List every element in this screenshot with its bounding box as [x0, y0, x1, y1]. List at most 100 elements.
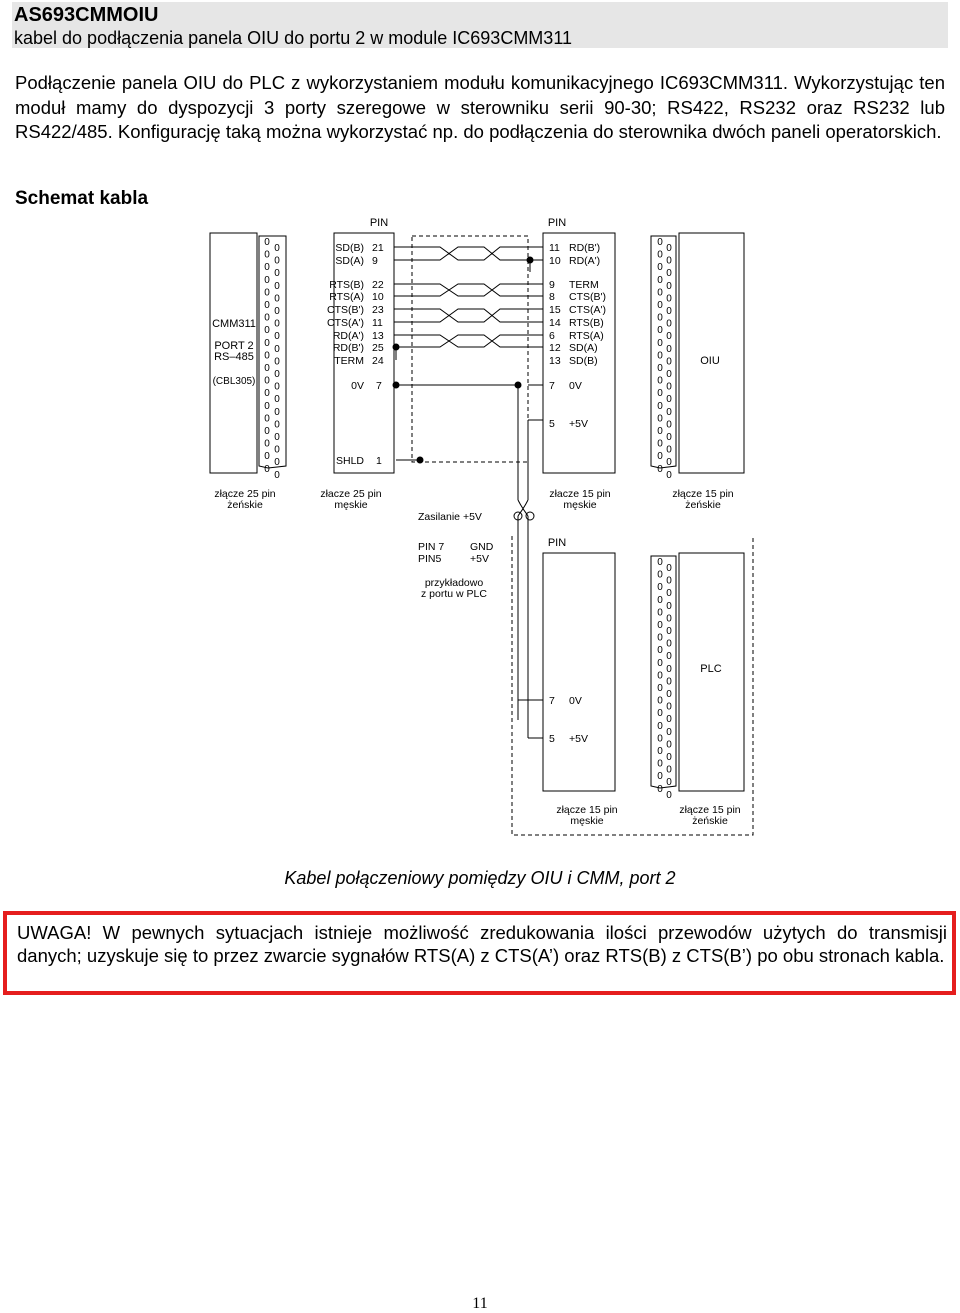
dsub-pin-25f: 0	[274, 407, 280, 418]
connector-caption: złącze 15 pin	[556, 804, 617, 816]
right-5v-label: +5V	[569, 418, 588, 430]
signal-wire-pair	[394, 283, 543, 297]
dsub-pin-plc: 0	[657, 557, 663, 568]
warning-body: W pewnych sytuacjach istnieje możliwość …	[17, 922, 947, 966]
right-0v-label: 0V	[569, 380, 582, 392]
dsub-pin-25f: 0	[264, 275, 270, 286]
dsub-pin-plc: 0	[657, 784, 663, 795]
signal-wire-pair	[394, 308, 543, 323]
left-signal-label: RD(A')	[333, 330, 364, 342]
junction-dot	[416, 456, 424, 464]
dsub-pin-25f: 0	[274, 281, 280, 292]
intro-paragraph: Podłączenie panela OIU do PLC z wykorzys…	[15, 72, 945, 142]
connector-caption: złącze 25 pin	[214, 488, 275, 500]
gnd-label: GND	[470, 541, 494, 553]
connector-caption: męskie	[570, 815, 603, 827]
dsub-pin-oiu: 0	[666, 319, 672, 330]
page-number: 11	[472, 1295, 488, 1312]
dsub-pin-plc: 0	[666, 739, 672, 750]
dsub-pin-oiu: 0	[657, 325, 663, 336]
dsub-pin-plc: 0	[657, 582, 663, 593]
dsub-pin-25f: 0	[274, 319, 280, 330]
dsub-pin-25f: 0	[274, 382, 280, 393]
signal-wire-pair	[394, 334, 543, 348]
cmm-label: (CBL305)	[213, 376, 256, 387]
dsub-pin-plc: 0	[657, 607, 663, 618]
dsub-pin-plc: 0	[657, 570, 663, 581]
right-signal-label: CTS(B')	[569, 291, 606, 303]
supply-terminal	[525, 511, 535, 521]
left-pin-number: 13	[372, 330, 384, 342]
left-pin-number: 21	[372, 242, 384, 254]
dsub-pin-oiu: 0	[657, 338, 663, 349]
dsub-pin-plc: 0	[657, 683, 663, 694]
left-pin-number: 9	[372, 255, 378, 267]
dsub-pin-plc: 0	[657, 746, 663, 757]
dsub-pin-oiu: 0	[666, 369, 672, 380]
dsub-pin-plc: 0	[657, 670, 663, 681]
dsub-pin-25f: 0	[264, 401, 270, 412]
dsub-pin-plc: 0	[666, 676, 672, 687]
dsub-pin-plc: 0	[657, 620, 663, 631]
connector-caption: męskie	[563, 499, 596, 511]
dsub-pin-oiu: 0	[666, 344, 672, 355]
right-signal-label: RD(A')	[569, 255, 600, 267]
left-pin-number: 10	[372, 291, 384, 303]
dsub-pin-plc: 0	[666, 601, 672, 612]
dsub-pin-25f: 0	[274, 432, 280, 443]
dsub-pin-25f: 0	[274, 243, 280, 254]
connector-caption: żeńskie	[685, 499, 721, 511]
dsub-pin-oiu: 0	[666, 432, 672, 443]
dsub-pin-plc: 0	[666, 651, 672, 662]
pin7-label: PIN 7	[418, 541, 444, 553]
dsub-pin-oiu: 0	[657, 287, 663, 298]
left-0v-pin: 7	[376, 380, 382, 392]
left-signal-label: RD(B')	[333, 342, 364, 354]
dsub-pin-25f: 0	[264, 313, 270, 324]
figure-caption: Kabel połączeniowy pomiędzy OIU i CMM, p…	[284, 868, 676, 888]
dsub-pin-plc: 0	[657, 696, 663, 707]
dsub-pin-25f: 0	[264, 325, 270, 336]
dsub-pin-25f: 0	[264, 426, 270, 437]
dsub-pin-plc: 0	[666, 727, 672, 738]
dsub-pin-25f: 0	[274, 356, 280, 367]
dsub-pin-oiu: 0	[657, 275, 663, 286]
right-5v-pin: 5	[549, 418, 555, 430]
dsub-pin-oiu: 0	[657, 388, 663, 399]
dsub-pin-plc: 0	[666, 702, 672, 713]
pin5-label: PIN5	[418, 553, 442, 565]
right-signal-label: SD(A)	[569, 342, 598, 354]
connector-caption: złacze 25 pin	[320, 488, 381, 500]
dsub-pin-25f: 0	[274, 394, 280, 405]
left-signal-label: TERM	[334, 355, 364, 367]
dsub-pin-oiu: 0	[666, 331, 672, 342]
dsub-pin-oiu: 0	[657, 439, 663, 450]
dsub-pin-oiu: 0	[657, 350, 663, 361]
dsub-pin-plc: 0	[657, 733, 663, 744]
dsub-pin-25f: 0	[264, 363, 270, 374]
dsub-pin-oiu: 0	[666, 382, 672, 393]
dsub-pin-25f: 0	[264, 300, 270, 311]
left-signal-label: RTS(B)	[329, 279, 364, 291]
right-pin-number: 12	[549, 342, 561, 354]
left-signal-label: SD(B)	[335, 242, 364, 254]
left-signal-label: CTS(B')	[327, 304, 364, 316]
dsub-pin-plc: 0	[666, 639, 672, 650]
dsub-pin-25f: 0	[264, 439, 270, 450]
dsub-pin-plc: 0	[666, 752, 672, 763]
cmm-label: RS–485	[214, 351, 254, 363]
right-pin-number: 10	[549, 255, 561, 267]
dsub-pin-25f: 0	[264, 262, 270, 273]
junction-dot	[514, 381, 522, 389]
dsub-pin-25f: 0	[264, 451, 270, 462]
dsub-pin-25f: 0	[264, 250, 270, 261]
dsub-pin-plc: 0	[666, 563, 672, 574]
dsub-pin-oiu: 0	[666, 293, 672, 304]
dsub-pin-25f: 0	[274, 457, 280, 468]
dsub-pin-oiu: 0	[666, 243, 672, 254]
right-signal-label: SD(B)	[569, 355, 598, 367]
dsub-pin-25f: 0	[274, 293, 280, 304]
dsub-pin-plc: 0	[657, 708, 663, 719]
dsub-pin-plc: 0	[666, 714, 672, 725]
dsub-pin-oiu: 0	[657, 363, 663, 374]
